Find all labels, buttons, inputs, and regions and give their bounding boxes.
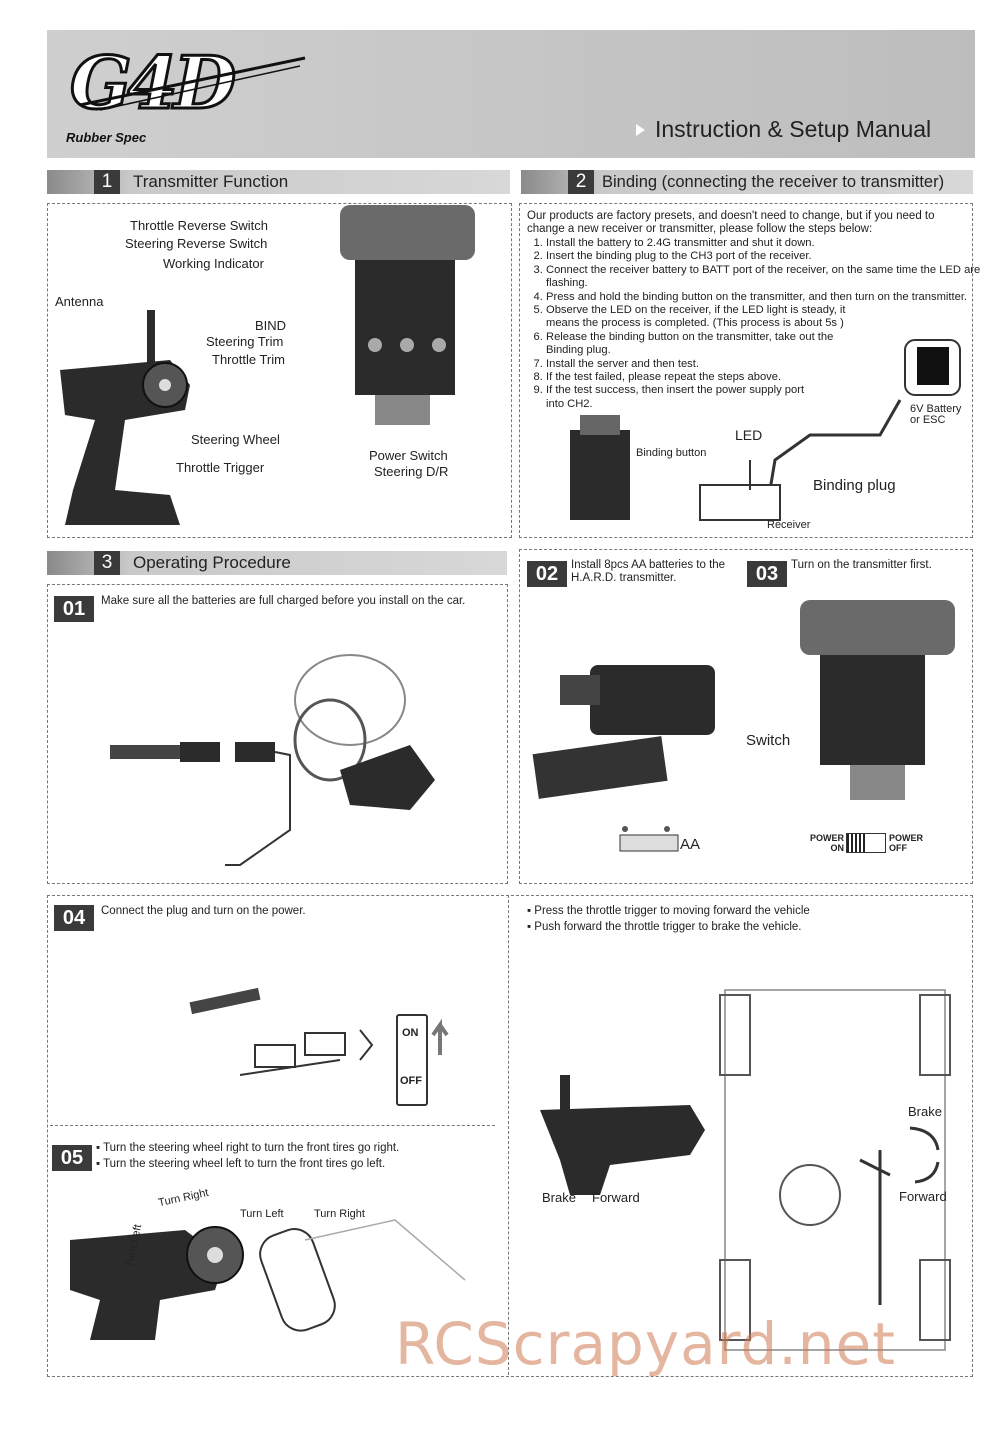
step03-text: Turn on the transmitter first. (791, 559, 932, 571)
binding-step: Release the binding button on the transm… (546, 331, 982, 358)
throttle-bullet-2: ▪ Push forward the throttle trigger to b… (527, 921, 802, 933)
transmitter-top-illustration (340, 205, 475, 425)
step04-text: Connect the plug and turn on the power. (101, 905, 306, 917)
label-steering-reverse: Steering Reverse Switch (125, 236, 268, 251)
section2-panel (519, 203, 973, 538)
turn-left-label-tires: Turn Left (240, 1208, 284, 1220)
power-off-label: POWER OFF (889, 833, 924, 853)
step02-03-panel (519, 549, 973, 884)
transmitter-side-illustration (60, 310, 190, 525)
binding-step: Insert the binding plug to the CH3 port … (546, 250, 982, 263)
step03-badge: 03 (747, 561, 787, 587)
label-steering-dr: Steering D/R (374, 464, 449, 479)
turn-right-label-tires: Turn Right (314, 1208, 365, 1220)
transmitter-top-illustration-2 (800, 600, 955, 800)
label-power-switch: Power Switch (369, 448, 448, 463)
step01-text: Make sure all the batteries are full cha… (101, 595, 466, 607)
binding-step: Connect the receiver battery to BATT por… (546, 264, 982, 291)
binding-step: Install the battery to 2.4G transmitter … (546, 237, 982, 250)
step05-bullet-1: ▪ Turn the steering wheel right to turn … (96, 1142, 400, 1154)
label-steering-trim: Steering Trim (206, 334, 284, 349)
watermark: RCScrapyard.net (395, 1310, 896, 1378)
manual-title: Instruction & Setup Manual (655, 116, 932, 142)
lower-panel (47, 895, 973, 1377)
binding-step: Observe the LED on the receiver, if the … (546, 304, 982, 331)
section1-panel (47, 203, 512, 538)
binding-plug-label: Binding plug (813, 477, 896, 494)
brake-label-chassis: Brake (908, 1104, 942, 1119)
throttle-trigger-illustration (540, 1075, 705, 1195)
binding-step: If the test failed, please repeat the st… (546, 371, 982, 384)
aa-label: AA (680, 836, 701, 853)
header-band (47, 30, 975, 158)
section2-title: Binding (connecting the receiver to tran… (602, 173, 945, 191)
power-switch-icon (846, 833, 886, 853)
binding-step: Press and hold the binding button on the… (546, 291, 982, 304)
throttle-bullet-1: ▪ Press the throttle trigger to moving f… (527, 905, 810, 917)
battery-pack-icon (904, 339, 961, 396)
section1-bar (47, 170, 510, 194)
label-antenna: Antenna (55, 294, 104, 309)
label-working-indicator: Working Indicator (163, 256, 264, 271)
section1-title: Transmitter Function (133, 172, 289, 191)
step02-badge: 02 (527, 561, 567, 587)
binding-step: Install the server and then test. (546, 358, 982, 371)
title-arrow-icon (636, 124, 645, 136)
label-throttle-reverse: Throttle Reverse Switch (130, 218, 268, 233)
battery-label: 6V Battery or ESC (910, 403, 962, 426)
logo-subtitle: Rubber Spec (66, 130, 147, 145)
section2-bar (521, 170, 973, 194)
switch-off-label: OFF (400, 1075, 422, 1087)
label-bind: BIND (255, 318, 287, 333)
binding-intro: Our products are factory presets, and do… (527, 210, 935, 235)
direction-arrows-icon (909, 1126, 940, 1184)
binding-button-label: Binding button (636, 447, 707, 459)
logo-swoosh (79, 56, 306, 111)
step04-05-divider (50, 1125, 495, 1126)
brake-label-trigger: Brake (542, 1190, 576, 1205)
section3-title: Operating Procedure (133, 553, 291, 572)
step05-bullet-2: ▪ Turn the steering wheel left to turn t… (96, 1158, 386, 1170)
step04-badge: 04 (54, 905, 94, 931)
lower-panel-divider (508, 895, 509, 1375)
step01-panel (47, 584, 508, 884)
section3-bar (47, 551, 507, 575)
binding-steps-list: Install the battery to 2.4G transmitter … (528, 237, 982, 411)
steering-illustration (70, 1219, 466, 1340)
step05-badge: 05 (52, 1145, 92, 1171)
binding-wiring-illustration (570, 399, 902, 521)
label-throttle-trim: Throttle Trim (212, 352, 285, 367)
power-on-label: POWER ON (809, 833, 844, 853)
receiver-label: Receiver (767, 519, 811, 531)
switch-on-label: ON (402, 1027, 419, 1039)
brand-logo: G4D (68, 39, 237, 127)
binding-step: If the test success, then insert the pow… (546, 384, 982, 411)
section1-number: 1 (94, 170, 120, 194)
forward-label-trigger: Forward (592, 1190, 640, 1205)
section3-number: 3 (94, 551, 120, 575)
label-steering-wheel: Steering Wheel (191, 432, 280, 447)
charger-illustration (110, 654, 435, 866)
aa-battery-icon (619, 826, 679, 852)
step01-badge: 01 (54, 596, 94, 622)
led-label: LED (735, 427, 763, 443)
section2-number: 2 (568, 170, 594, 194)
switch-label: Switch (746, 732, 791, 749)
label-throttle-trigger: Throttle Trigger (176, 460, 265, 475)
step02-text: Install 8pcs AA batteries to the H.A.R.D… (571, 559, 726, 584)
transmitter-battery-tray-illustration (532, 665, 715, 799)
forward-label-chassis: Forward (899, 1189, 947, 1204)
plug-connect-illustration (189, 987, 449, 1106)
chassis-illustration (719, 989, 951, 1351)
